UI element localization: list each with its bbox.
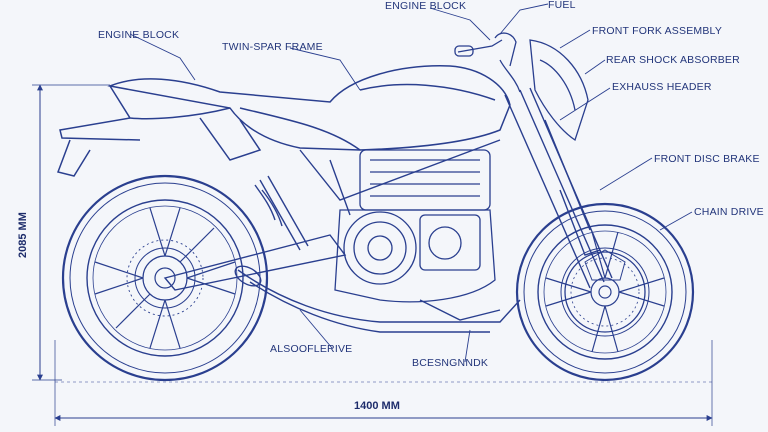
bodywork (57, 65, 511, 177)
label-fuel: FUEL (548, 0, 576, 11)
front-wheel (515, 202, 695, 382)
height-dimension-line (32, 84, 110, 381)
exhaust (234, 265, 521, 333)
label-twin-spar-frame: TWIN-SPAR FRAME (222, 41, 323, 53)
dimension-length-label: 1400 MM (354, 400, 400, 412)
label-front-disc-brake: FRONT DISC BRAKE (654, 153, 760, 165)
brake-discs (134, 247, 650, 337)
dimension-height-label: 2085 MM (17, 212, 29, 258)
front-fork (504, 87, 613, 289)
label-front-fork-assembly: FRONT FORK ASSEMBLY (592, 25, 722, 37)
label-bottom-center: BCESNGNNDK (412, 357, 488, 369)
label-bottom-left: ALSOOFLERIVE (270, 343, 352, 355)
length-dimension-line (54, 340, 713, 426)
label-rear-shock-absorber: REAR SHOCK ABSORBER (606, 54, 740, 66)
frame (163, 139, 501, 291)
leader-lines (129, 3, 693, 363)
label-engine-block-top: ENGINE BLOCK (385, 0, 466, 12)
handlebar (454, 32, 589, 142)
engine (334, 149, 496, 303)
label-exhaust-header: EXHAUSS HEADER (612, 81, 712, 93)
label-engine-block: ENGINE BLOCK (98, 29, 179, 41)
label-chain-drive: CHAIN DRIVE (694, 206, 764, 218)
